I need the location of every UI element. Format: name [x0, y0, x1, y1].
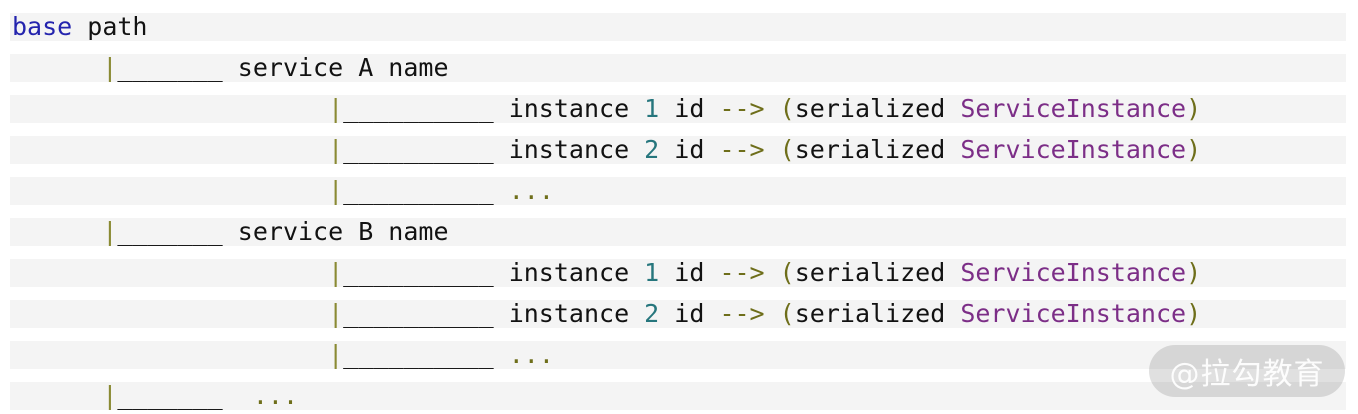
- code-segment-text: _______ service A name: [117, 54, 449, 82]
- code-segment-text: id: [659, 259, 720, 287]
- code-segment-pipe: |: [328, 136, 344, 164]
- code-segment-number: 1: [644, 259, 660, 287]
- code-segment-text: __________ instance: [343, 259, 645, 287]
- code-segment-operator: (: [779, 300, 795, 328]
- code-segment-text: serialized: [794, 259, 961, 287]
- code-segment-text: __________ instance: [343, 300, 645, 328]
- code-segment-operator: ...: [508, 177, 554, 205]
- code-line: |__________ instance 2 id --> (serialize…: [10, 136, 1346, 164]
- code-segment-operator: (: [779, 259, 795, 287]
- code-segment-text: [12, 136, 328, 164]
- code-segment-number: 1: [644, 95, 660, 123]
- watermark-badge: @拉勾教育: [1149, 345, 1345, 397]
- code-segment-operator: (: [779, 136, 795, 164]
- code-segment-text: [765, 259, 780, 287]
- code-line: |__________ ...: [10, 341, 1346, 369]
- code-segment-text: [12, 341, 328, 369]
- code-segment-pipe: |: [328, 341, 344, 369]
- code-segment-class: ServiceInstance: [960, 136, 1187, 164]
- code-segment-pipe: |: [102, 382, 118, 410]
- code-segment-text: [12, 177, 328, 205]
- code-line: |_______ ...: [10, 382, 1346, 410]
- code-segment-text: [12, 54, 102, 82]
- code-segment-text: [765, 300, 780, 328]
- code-line: |__________ instance 1 id --> (serialize…: [10, 259, 1346, 287]
- code-segment-text: [12, 218, 102, 246]
- code-line: |__________ instance 2 id --> (serialize…: [10, 300, 1346, 328]
- code-segment-pipe: |: [102, 54, 118, 82]
- code-segment-pipe: |: [328, 95, 344, 123]
- code-segment-text: [12, 95, 328, 123]
- code-segment-text: __________ instance: [343, 136, 645, 164]
- code-segment-number: 2: [644, 136, 660, 164]
- code-segment-text: [765, 95, 780, 123]
- code-segment-text: serialized: [794, 136, 961, 164]
- code-line: |_______ service A name: [10, 54, 1346, 82]
- code-segment-operator: ...: [508, 341, 554, 369]
- code-segment-text: _______: [117, 382, 253, 410]
- code-segment-operator: -->: [719, 95, 765, 123]
- code-segment-text: serialized: [794, 95, 961, 123]
- code-segment-operator: ): [1186, 136, 1202, 164]
- code-line: |__________ instance 1 id --> (serialize…: [10, 95, 1346, 123]
- code-segment-operator: ...: [252, 382, 298, 410]
- code-segment-text: id: [659, 95, 720, 123]
- code-segment-text: [12, 259, 328, 287]
- code-segment-text: id: [659, 300, 720, 328]
- code-segment-operator: (: [779, 95, 795, 123]
- code-segment-class: ServiceInstance: [960, 300, 1187, 328]
- code-segment-operator: -->: [719, 300, 765, 328]
- code-segment-pipe: |: [328, 300, 344, 328]
- code-segment-text: _______ service B name: [117, 218, 449, 246]
- code-segment-text: path: [72, 13, 148, 41]
- code-segment-text: [12, 382, 102, 410]
- code-segment-class: ServiceInstance: [960, 259, 1187, 287]
- code-line: |_______ service B name: [10, 218, 1346, 246]
- code-segment-operator: ): [1186, 259, 1202, 287]
- code-segment-text: id: [659, 136, 720, 164]
- code-segment-operator: -->: [719, 259, 765, 287]
- code-segment-text: __________: [343, 341, 509, 369]
- code-segment-text: __________ instance: [343, 95, 645, 123]
- code-segment-class: ServiceInstance: [960, 95, 1187, 123]
- watermark-label: @拉勾教育: [1169, 357, 1325, 392]
- code-segment-pipe: |: [102, 218, 118, 246]
- code-segment-operator: ): [1186, 300, 1202, 328]
- code-segment-text: [765, 136, 780, 164]
- code-segment-pipe: |: [328, 259, 344, 287]
- code-segment-pipe: |: [328, 177, 344, 205]
- code-segment-operator: -->: [719, 136, 765, 164]
- code-segment-operator: ): [1186, 95, 1202, 123]
- code-segment-text: serialized: [794, 300, 961, 328]
- code-segment-text: [12, 300, 328, 328]
- code-line: base path: [10, 13, 1346, 41]
- code-line: |__________ ...: [10, 177, 1346, 205]
- code-segment-number: 2: [644, 300, 660, 328]
- code-segment-text: __________: [343, 177, 509, 205]
- code-segment-keyword: base: [12, 13, 73, 41]
